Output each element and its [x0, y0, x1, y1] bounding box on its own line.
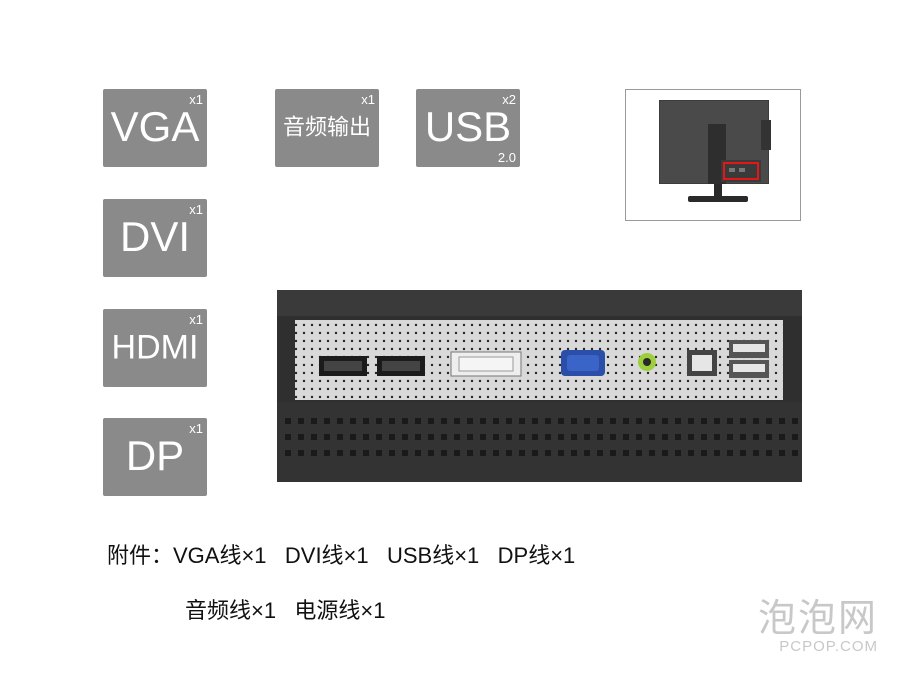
hdmi-count: x1 [189, 312, 203, 327]
usb-version: 2.0 [497, 150, 516, 165]
monitor-rear-thumbnail [625, 89, 801, 221]
audio-out-tile: 音频输出 x1 [275, 89, 379, 167]
vga-label: VGA [110, 103, 200, 151]
vga-count: x1 [189, 92, 203, 107]
accessories-line-2: 音频线×1 电源线×1 [185, 598, 386, 623]
io-panel-photo [277, 290, 802, 482]
dvi-count: x1 [189, 202, 203, 217]
usb-label: USB [424, 103, 512, 151]
dp-label: DP [125, 432, 185, 480]
usb-tile: USB x2 2.0 [416, 89, 520, 167]
audio-out-count: x1 [361, 92, 375, 107]
hdmi-label: HDMI [111, 328, 199, 367]
hdmi-tile: HDMI x1 [103, 309, 207, 387]
watermark-logo-text: 泡泡网 [757, 596, 878, 640]
dvi-tile: DVI x1 [103, 199, 207, 277]
vga-tile: VGA x1 [103, 89, 207, 167]
dvi-label: DVI [119, 213, 190, 261]
usb-count: x2 [502, 92, 516, 107]
accessories-line-1: 附件：VGA线×1 DVI线×1 USB线×1 DP线×1 [107, 543, 576, 568]
watermark-url: PCPOP.COM [779, 638, 878, 655]
dp-count: x1 [189, 421, 203, 436]
audio-out-label: 音频输出 [282, 114, 371, 140]
watermark: 泡泡网 PCPOP.COM [758, 587, 878, 655]
dp-tile: DP x1 [103, 418, 207, 496]
